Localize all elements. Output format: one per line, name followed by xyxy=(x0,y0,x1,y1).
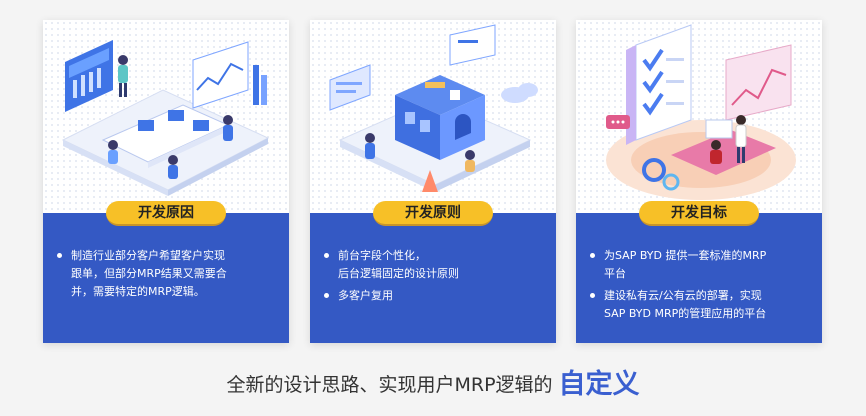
bullet-item: 制造行业部分客户希望客户实现 跟单，但部分MRP结果又需要合 并，需要特定的MR… xyxy=(57,247,279,301)
card-title: 开发原则 xyxy=(373,201,493,226)
footer-accent: 自定义 xyxy=(558,369,640,400)
bullet-line: 跟单，但部分MRP结果又需要合 xyxy=(71,267,227,280)
footer-text: 全新的设计思路、实现用户MRP逻辑的 xyxy=(226,374,553,396)
description-panel xyxy=(576,213,822,343)
office-team-illustration xyxy=(43,20,289,213)
bullet-line: 为SAP BYD 提供一套标准的MRP xyxy=(604,249,767,262)
card-title: 开发目标 xyxy=(639,201,759,226)
card-development-reason: 开发原因 制造行业部分客户希望客户实现 跟单，但部分MRP结果又需要合 并，需要… xyxy=(43,20,289,343)
card-development-goal: 开发目标 为SAP BYD 提供一套标准的MRP 平台 建设私有云/公有云的部署… xyxy=(576,20,822,343)
card-development-principle: 开发原则 前台字段个性化， 后台逻辑固定的设计原则 多客户复用 xyxy=(310,20,556,343)
bullet-item: 多客户复用 xyxy=(324,287,546,305)
bullet-line: 后台逻辑固定的设计原则 xyxy=(338,267,459,280)
bullet-item: 建设私有云/公有云的部署，实现 SAP BYD MRP的管理应用的平台 xyxy=(590,287,812,323)
bullet-list: 制造行业部分客户希望客户实现 跟单，但部分MRP结果又需要合 并，需要特定的MR… xyxy=(57,247,279,305)
checklist-workspace-illustration xyxy=(576,20,822,213)
bullet-line: 并，需要特定的MRP逻辑。 xyxy=(71,285,205,298)
bullet-line: 制造行业部分客户希望客户实现 xyxy=(71,249,225,262)
bullet-list: 前台字段个性化， 后台逻辑固定的设计原则 多客户复用 xyxy=(324,247,546,309)
card-title: 开发原因 xyxy=(106,201,226,226)
description-panel xyxy=(43,213,289,343)
bullet-line: 多客户复用 xyxy=(338,289,393,302)
bullet-line: 平台 xyxy=(604,267,626,280)
bullet-line: SAP BYD MRP的管理应用的平台 xyxy=(604,307,767,320)
bullet-list: 为SAP BYD 提供一套标准的MRP 平台 建设私有云/公有云的部署，实现 S… xyxy=(590,247,812,327)
bullet-item: 为SAP BYD 提供一套标准的MRP 平台 xyxy=(590,247,812,283)
bullet-line: 前台字段个性化， xyxy=(338,249,426,262)
bullet-item: 前台字段个性化， 后台逻辑固定的设计原则 xyxy=(324,247,546,283)
bullet-line: 建设私有云/公有云的部署，实现 xyxy=(604,289,762,302)
footer-caption: 全新的设计思路、实现用户MRP逻辑的自定义 xyxy=(0,362,866,401)
building-blocks-illustration xyxy=(310,20,556,213)
description-panel xyxy=(310,213,556,343)
